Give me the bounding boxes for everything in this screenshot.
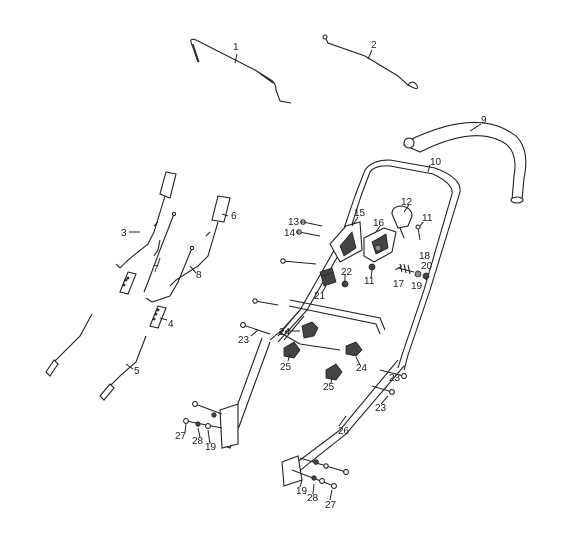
- part-7-inner-cable: [143, 211, 177, 293]
- callout-8: 8: [196, 270, 202, 281]
- callout-labels: 1 2 3 4 5 6 7 8 9 10 11 11 12 13 14 15 1…: [121, 40, 487, 511]
- part-21-clip-block: [319, 267, 337, 287]
- callout-7: 7: [153, 264, 159, 275]
- callout-1: 1: [233, 42, 239, 53]
- part-8-inner-cable: [145, 245, 195, 303]
- callout-2: 2: [371, 40, 377, 51]
- callout-16: 16: [373, 218, 385, 229]
- part-15-switch-plate: [329, 221, 363, 263]
- part-12-knob: [391, 205, 413, 239]
- callout-15: 15: [354, 208, 366, 219]
- fasteners: [183, 219, 430, 489]
- callout-11-middle: 11: [364, 276, 375, 287]
- callout-18: 18: [419, 251, 431, 262]
- callout-6: 6: [231, 211, 237, 222]
- callout-27-left: 27: [175, 431, 187, 442]
- callout-11-upper: 11: [422, 213, 433, 224]
- callout-26: 26: [338, 426, 350, 437]
- callout-28-left: 28: [192, 436, 204, 447]
- part-5-long-cable: [99, 335, 147, 401]
- part-1-control-wire: [190, 38, 292, 104]
- callout-21: 21: [314, 291, 326, 302]
- callout-5: 5: [134, 366, 140, 377]
- callout-25-left: 25: [280, 362, 292, 373]
- part-4-bracket-lower: [149, 305, 167, 329]
- callout-13: 13: [288, 217, 300, 228]
- part-9-upper-handle-bar: [402, 121, 527, 204]
- part-16-lever-housing: [363, 227, 397, 263]
- callout-24-right: 24: [356, 363, 368, 374]
- part-3-cable-with-grip: [115, 171, 177, 269]
- callout-4: 4: [168, 319, 174, 330]
- callout-9: 9: [481, 115, 487, 126]
- callout-10: 10: [430, 157, 442, 168]
- callout-23-right-upper: 23: [389, 373, 401, 384]
- part-2-hook-wire: [322, 34, 419, 90]
- callout-20: 20: [421, 261, 433, 272]
- part-5-short-cable: [45, 313, 93, 377]
- callout-leaders: [125, 49, 482, 501]
- part-4-bracket-upper: [119, 271, 137, 295]
- callout-23-left: 23: [238, 335, 250, 346]
- callout-19-lower-left: 19: [205, 442, 217, 453]
- part-26-lower-handle: [219, 311, 405, 487]
- callout-14: 14: [284, 228, 296, 239]
- part-10-upper-handle-frame: [269, 159, 461, 371]
- callout-3: 3: [121, 228, 127, 239]
- callout-27-right: 27: [325, 500, 337, 511]
- callout-17: 17: [393, 279, 405, 290]
- callout-19-right-frame: 19: [411, 281, 423, 292]
- callout-23-right-lower: 23: [375, 403, 387, 414]
- callout-22: 22: [341, 267, 353, 278]
- callout-28-right: 28: [307, 493, 319, 504]
- callout-12: 12: [401, 197, 413, 208]
- callout-19-lower-right: 19: [296, 486, 308, 497]
- callout-24-left: 24: [279, 327, 291, 338]
- callout-25-right: 25: [323, 382, 335, 393]
